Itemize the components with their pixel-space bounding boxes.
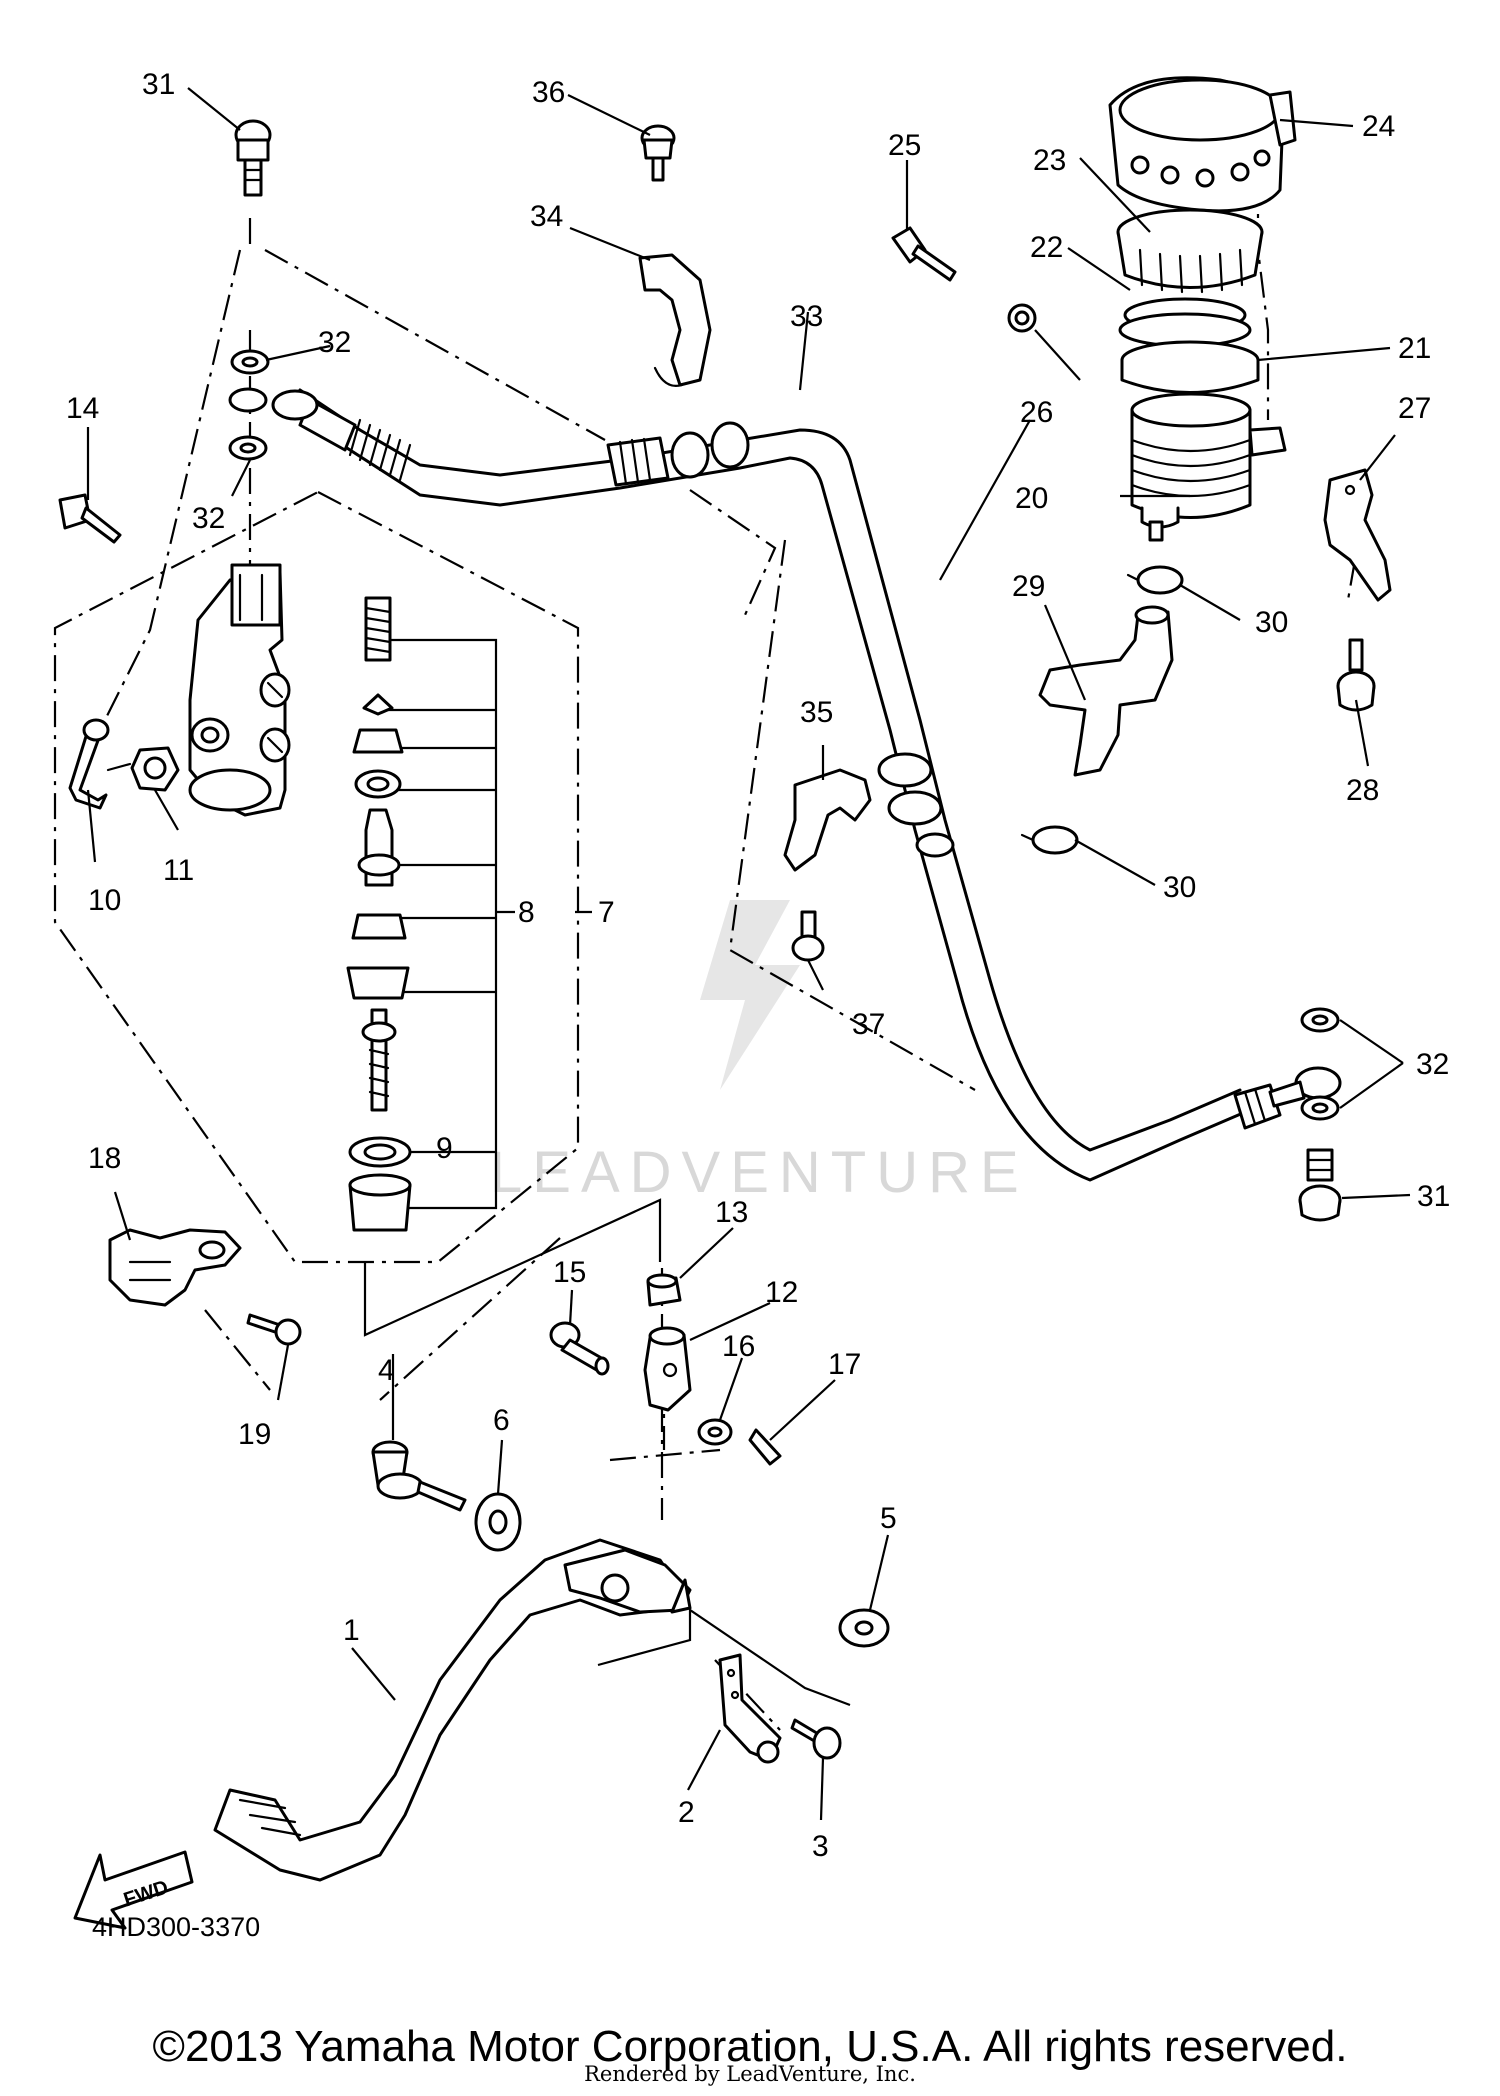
bolt-28 xyxy=(1336,638,1376,712)
callout-30-top: 30 xyxy=(1255,606,1288,639)
piston-kit-stack xyxy=(346,596,412,1232)
master-cylinder-body xyxy=(188,563,291,817)
callout-26: 26 xyxy=(1020,396,1053,429)
leader-lines xyxy=(86,87,1411,1821)
callout-28: 28 xyxy=(1346,774,1379,807)
bolt-19 xyxy=(246,1313,302,1346)
callout-3: 3 xyxy=(812,1830,829,1863)
callout-15: 15 xyxy=(553,1256,586,1289)
callout-12: 12 xyxy=(765,1276,798,1309)
diagram-part-code: 4HD300-3370 xyxy=(92,1912,261,1942)
callout-7: 7 xyxy=(598,896,615,929)
reservoir-cap-23 xyxy=(1116,208,1264,294)
callout-5: 5 xyxy=(880,1502,897,1535)
callout-22: 22 xyxy=(1030,231,1063,264)
kit-boundary-7 xyxy=(53,490,580,1264)
callout-29: 29 xyxy=(1012,570,1045,603)
banjo-bolt-31-top xyxy=(234,119,272,197)
callout-2: 2 xyxy=(678,1796,695,1829)
callout-31-top: 31 xyxy=(142,68,175,101)
diaphragm-22 xyxy=(1118,297,1252,348)
callout-11: 11 xyxy=(163,854,194,887)
bracket-18 xyxy=(108,1228,242,1307)
callout-32-top: 32 xyxy=(318,326,351,359)
callout-24: 24 xyxy=(1362,110,1395,143)
callout-4: 4 xyxy=(378,1354,395,1387)
reservoir-hose-29 xyxy=(1038,605,1174,777)
hose-clamp-35 xyxy=(783,768,872,872)
clevis-pin-15 xyxy=(549,1321,610,1376)
reservoir-cover-24 xyxy=(1108,76,1297,213)
hose-clip-30-bottom xyxy=(1020,825,1079,855)
callout-14: 14 xyxy=(66,392,99,425)
washer-6 xyxy=(474,1492,522,1552)
callout-23: 23 xyxy=(1033,144,1066,177)
clevis-12 xyxy=(643,1326,692,1412)
bolt-25 xyxy=(891,226,957,282)
callout-6: 6 xyxy=(493,1404,510,1437)
pushrod-10 xyxy=(68,718,132,810)
callout-21: 21 xyxy=(1398,332,1431,365)
callout-32-bottom: 32 xyxy=(1416,1048,1449,1081)
callout-17: 17 xyxy=(828,1348,861,1381)
kit-8-bracket xyxy=(382,638,592,1210)
callout-9: 9 xyxy=(436,1132,453,1165)
callout-37: 37 xyxy=(852,1008,885,1041)
nut-11 xyxy=(130,746,180,792)
cotter-pin-17 xyxy=(748,1428,782,1466)
callout-16: 16 xyxy=(722,1330,755,1363)
callout-33: 33 xyxy=(790,300,823,333)
washers-32-top xyxy=(228,349,270,461)
rendered-by-credit: Rendered by LeadVenture, Inc. xyxy=(584,2062,916,2086)
pivot-bolt xyxy=(371,1440,467,1512)
callout-27: 27 xyxy=(1398,392,1431,425)
bolt-14 xyxy=(58,493,122,544)
bolt-3 xyxy=(790,1718,842,1760)
circlip-26 xyxy=(1007,303,1037,333)
callout-30-bottom: 30 xyxy=(1163,871,1196,904)
washer-5 xyxy=(838,1608,890,1648)
reservoir-tank-20 xyxy=(1130,392,1287,542)
brake-pedal xyxy=(213,1538,692,1882)
hose-clip-30-top xyxy=(1126,565,1184,595)
callout-25: 25 xyxy=(888,129,921,162)
watermark-text: LEADVENTURE xyxy=(490,1140,1029,1205)
diaphragm-plate-21 xyxy=(1120,340,1260,394)
copyright-notice: ©2013 Yamaha Motor Corporation, U.S.A. A… xyxy=(152,2022,1348,2071)
callout-31-bottom: 31 xyxy=(1417,1180,1450,1213)
callout-10: 10 xyxy=(88,884,121,917)
bolt-37 xyxy=(791,910,825,962)
callouts: 31 36 25 34 32 32 33 24 23 22 21 26 27 2… xyxy=(66,68,1450,1863)
reservoir-bracket-27 xyxy=(1323,468,1392,602)
callout-36: 36 xyxy=(532,76,565,109)
callout-34: 34 xyxy=(530,200,563,233)
banjo-bolt-31-bottom xyxy=(1298,1148,1342,1222)
callout-18: 18 xyxy=(88,1142,121,1175)
callout-35: 35 xyxy=(800,696,833,729)
callout-20: 20 xyxy=(1015,482,1048,515)
watermark: LEADVENTURE xyxy=(490,900,1029,1205)
brake-hose xyxy=(271,388,1342,1182)
callout-13: 13 xyxy=(715,1196,748,1229)
callout-8: 8 xyxy=(518,896,535,929)
callout-32-mid: 32 xyxy=(192,502,225,535)
washers-32-bottom xyxy=(1300,1007,1340,1121)
washer-16 xyxy=(697,1418,733,1446)
hose-clamp-34 xyxy=(638,253,712,387)
nut-13 xyxy=(646,1273,682,1307)
bolt-36 xyxy=(640,124,676,182)
spring-bracket xyxy=(718,1653,782,1764)
callout-1: 1 xyxy=(343,1614,360,1647)
callout-19: 19 xyxy=(238,1418,271,1451)
